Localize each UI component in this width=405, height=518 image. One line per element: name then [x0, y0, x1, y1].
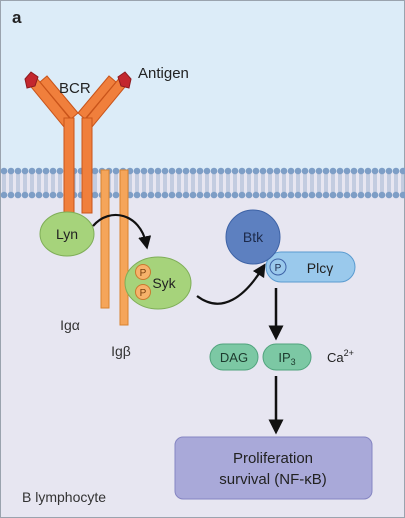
lipid-42 [294, 167, 302, 199]
lipid-33 [231, 167, 239, 199]
lipid-8 [56, 167, 64, 199]
syk-phospho-bottom-label: P [140, 288, 147, 299]
bcr-right-arm-inner [77, 75, 117, 120]
lipid-35 [245, 167, 253, 199]
lipid-27 [189, 167, 197, 199]
lipid-5 [35, 167, 43, 199]
lipid-20 [140, 167, 148, 199]
lipid-7 [49, 167, 57, 199]
lipid-47 [329, 167, 337, 199]
lipid-48 [336, 167, 344, 199]
lipid-55 [385, 167, 393, 199]
calcium-text: Ca [327, 350, 344, 365]
lipid-4 [28, 167, 36, 199]
lipid-44 [308, 167, 316, 199]
bcr-label: BCR [59, 80, 91, 97]
lipid-23 [161, 167, 169, 199]
lipid-31 [217, 167, 225, 199]
syk-phospho-top-label: P [140, 268, 147, 279]
lipid-54 [378, 167, 386, 199]
lipid-41 [287, 167, 295, 199]
plc-gamma [265, 251, 356, 283]
lipid-30 [210, 167, 218, 199]
lipid-56 [392, 167, 400, 199]
ip3 [262, 343, 312, 371]
ip3-label: IP3 [278, 350, 295, 367]
ig-beta-label: Igβ [111, 343, 131, 359]
lipid-40 [280, 167, 288, 199]
lipid-46 [322, 167, 330, 199]
plc-phospho-label: P [275, 263, 282, 274]
panel-label: a [12, 8, 22, 27]
calcium-superscript: 2+ [344, 348, 354, 358]
lipid-21 [147, 167, 155, 199]
syk-to-btk-arrow [196, 263, 266, 305]
bcr-right-chain [81, 117, 93, 214]
lipid-6 [42, 167, 50, 199]
antigen-right-tip [117, 71, 132, 89]
dag-label: DAG [220, 350, 248, 365]
lipid-19 [133, 167, 141, 199]
outcome-line-1: Proliferation [233, 450, 313, 467]
lipid-2 [14, 167, 22, 199]
lipid-28 [196, 167, 204, 199]
lipid-52 [364, 167, 372, 199]
btk-label: Btk [243, 229, 264, 245]
lipid-36 [252, 167, 260, 199]
lipid-50 [350, 167, 358, 199]
lyn-to-syk-arrow [92, 213, 152, 250]
lipid-13 [91, 167, 99, 199]
lipid-43 [301, 167, 309, 199]
lyn-label: Lyn [56, 226, 78, 242]
ig-alpha-label: Igα [60, 317, 80, 333]
cell-type-label: B lymphocyte [22, 489, 106, 505]
lipid-39 [273, 167, 281, 199]
lipid-53 [371, 167, 379, 199]
syk-phospho-top [135, 264, 151, 280]
ip3-text: IP [278, 350, 290, 365]
syk-phospho-bottom [135, 284, 151, 300]
lipid-16 [112, 167, 120, 199]
antigen-left-tip [24, 71, 39, 89]
lipid-32 [224, 167, 232, 199]
ig-alpha-beta [100, 169, 129, 326]
lipid-49 [343, 167, 351, 199]
lipid-26 [182, 167, 190, 199]
lipid-57 [399, 167, 405, 199]
lipid-34 [238, 167, 246, 199]
lipid-22 [154, 167, 162, 199]
lipid-38 [266, 167, 274, 199]
lipid-37 [259, 167, 267, 199]
lipid-51 [357, 167, 365, 199]
calcium-label: Ca2+ [327, 348, 354, 365]
lipid-1 [7, 167, 15, 199]
plc-phospho [269, 258, 287, 276]
ig-beta-chain [119, 169, 129, 326]
lipid-3 [21, 167, 29, 199]
proliferation-survival-box [174, 436, 373, 500]
lipid-45 [315, 167, 323, 199]
plc-gamma-label: Plcγ [307, 260, 333, 276]
outcome-line-2: survival (NF-κB) [219, 471, 327, 488]
lyn-kinase [39, 211, 95, 257]
antigen-label: Antigen [138, 65, 189, 82]
syk-label: Syk [152, 275, 176, 291]
bcr-receptor [24, 71, 132, 214]
bcr-left-chain [63, 117, 75, 214]
dag [209, 343, 259, 371]
ig-alpha-chain [100, 169, 110, 309]
lipid-29 [203, 167, 211, 199]
lipid-25 [175, 167, 183, 199]
lipid-0 [0, 167, 8, 199]
ip3-subscript: 3 [291, 357, 296, 367]
lipid-24 [168, 167, 176, 199]
